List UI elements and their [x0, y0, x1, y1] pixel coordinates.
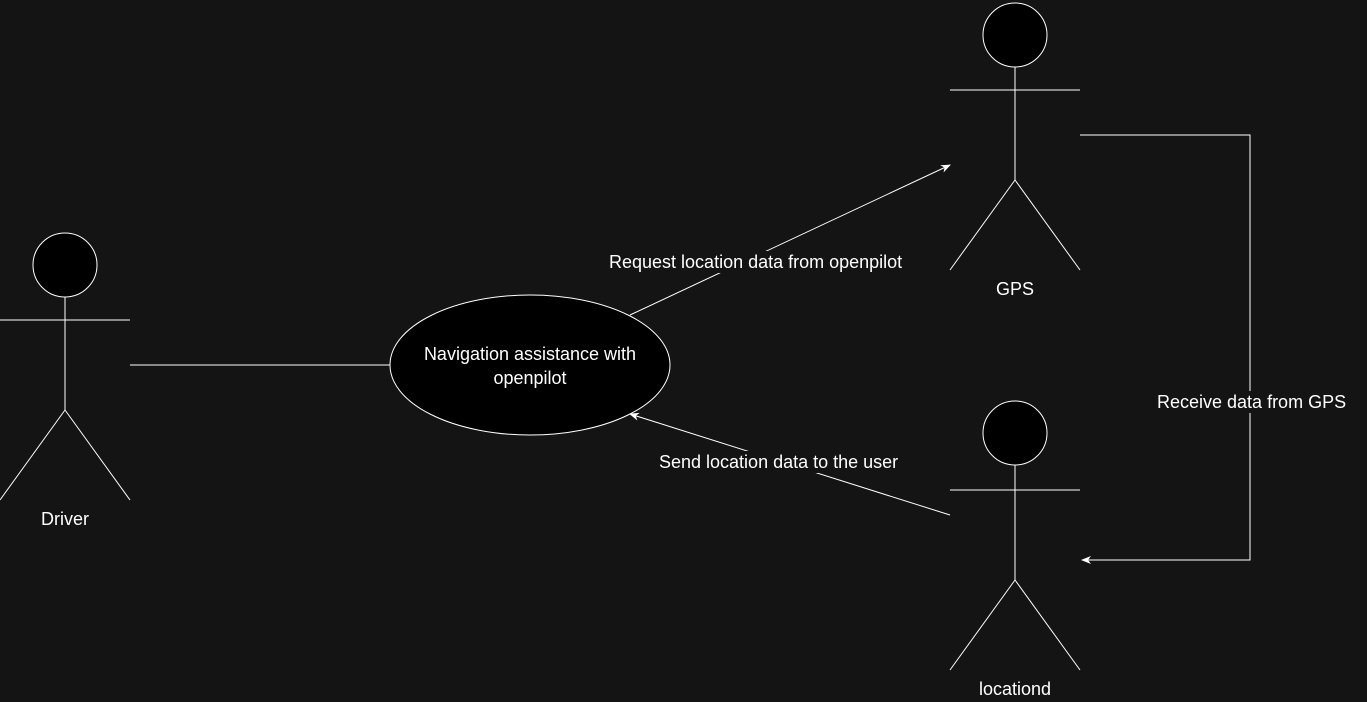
- actor-gps-right-leg: [1014, 179, 1081, 271]
- edge-receive-gps-label: Receive data from GPS: [1156, 391, 1348, 413]
- actor-driver-left-leg: [0, 409, 66, 501]
- actor-gps-label: GPS: [995, 279, 1034, 299]
- actor-locationd[interactable]: [949, 400, 1081, 671]
- actor-driver-head: [32, 232, 98, 298]
- actor-driver-right-leg: [64, 409, 131, 501]
- actor-gps[interactable]: [949, 2, 1081, 271]
- edge-request-location-label: Request location data from openpilot: [608, 251, 904, 273]
- edge-send-location-label: Send location data to the user: [658, 451, 900, 473]
- actor-locationd-right-leg: [1014, 579, 1081, 671]
- actor-locationd-left-leg: [949, 579, 1016, 671]
- actor-locationd-head: [982, 400, 1048, 466]
- usecase-navigation-label: Navigation assistance with openpilot: [423, 344, 637, 388]
- edge-receive-gps: [1080, 134, 1251, 564]
- actor-gps-left-leg: [949, 179, 1016, 271]
- actor-gps-head: [982, 2, 1048, 68]
- actor-driver-label: Driver: [41, 509, 89, 529]
- actor-locationd-label: locationd: [978, 679, 1052, 699]
- edge-request-location: [629, 164, 951, 316]
- actor-driver[interactable]: [0, 232, 131, 501]
